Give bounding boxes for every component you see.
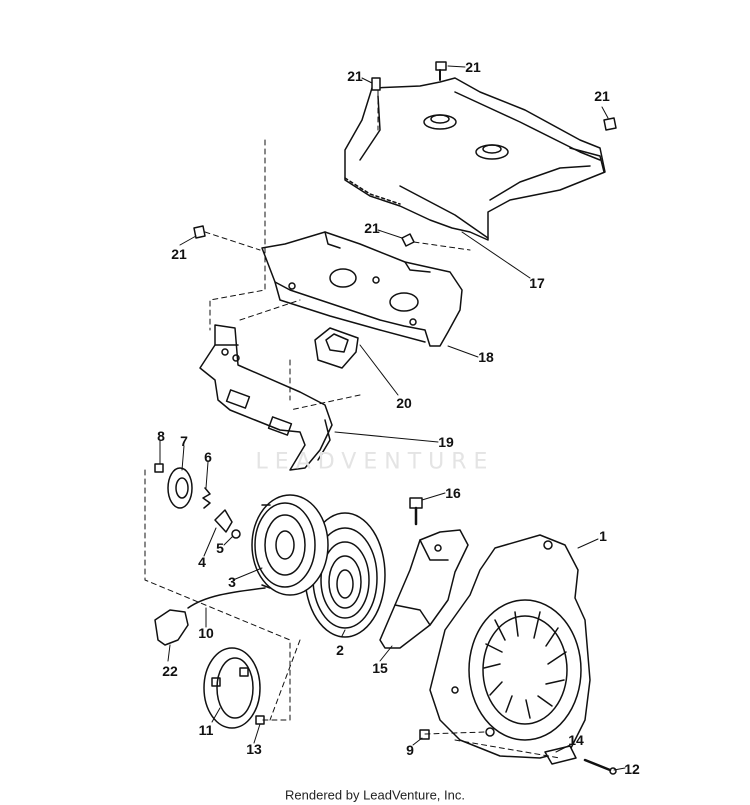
- bolt-12-part: [583, 758, 617, 775]
- watermark-text: LEADVENTURE: [255, 449, 495, 475]
- callout-21-left: 21: [171, 246, 187, 262]
- callout-14: 14: [568, 732, 584, 748]
- callout-11: 11: [198, 722, 214, 738]
- callout-21-right: 21: [594, 88, 610, 104]
- callout-21-middle: 21: [364, 220, 380, 236]
- bracket-part: [199, 324, 333, 471]
- callout-12: 12: [624, 761, 640, 777]
- small-spring-part: [202, 487, 211, 509]
- callout-1: 1: [599, 528, 607, 544]
- callout-13: 13: [246, 741, 262, 757]
- callout-9: 9: [406, 742, 414, 758]
- assembly-guide-lines: [144, 89, 561, 759]
- starter-pulley-part: [251, 494, 329, 596]
- gasket-part: [314, 327, 359, 369]
- callout-19: 19: [438, 434, 454, 450]
- lower-baffle-part: [261, 231, 463, 347]
- callout-6: 6: [204, 449, 212, 465]
- footer-credit: Rendered by LeadVenture, Inc.: [285, 787, 465, 803]
- starter-cup-part: [203, 647, 261, 729]
- callout-4: 4: [198, 554, 206, 570]
- starter-guide-part: [379, 529, 469, 649]
- callout-7: 7: [180, 433, 188, 449]
- upper-shroud-part: [344, 77, 606, 241]
- callout-10: 10: [198, 625, 214, 641]
- bolt-16-part: [409, 497, 423, 526]
- callout-17: 17: [529, 275, 545, 291]
- callout-15: 15: [372, 660, 388, 676]
- callout-leader-lines: [159, 65, 626, 771]
- callout-2: 2: [336, 642, 344, 658]
- callout-3: 3: [228, 574, 236, 590]
- blower-housing-part: [429, 534, 591, 759]
- callout-18: 18: [478, 349, 494, 365]
- handle-bracket-part: [544, 745, 577, 765]
- callout-8: 8: [157, 428, 165, 444]
- callout-16: 16: [445, 485, 461, 501]
- screw-9-part: [419, 729, 430, 740]
- screw-8-part: [154, 463, 164, 473]
- callout-22: 22: [162, 663, 178, 679]
- callout-21-top-right: 21: [465, 59, 481, 75]
- callout-21-top-left: 21: [347, 68, 363, 84]
- pawl-part: [214, 509, 241, 539]
- callout-20: 20: [396, 395, 412, 411]
- bolt-21-parts: [193, 61, 617, 247]
- retainer-cup-part: [167, 467, 193, 509]
- starter-handle-part: [154, 609, 189, 646]
- callout-5: 5: [216, 540, 224, 556]
- starter-rope-part: [187, 587, 266, 609]
